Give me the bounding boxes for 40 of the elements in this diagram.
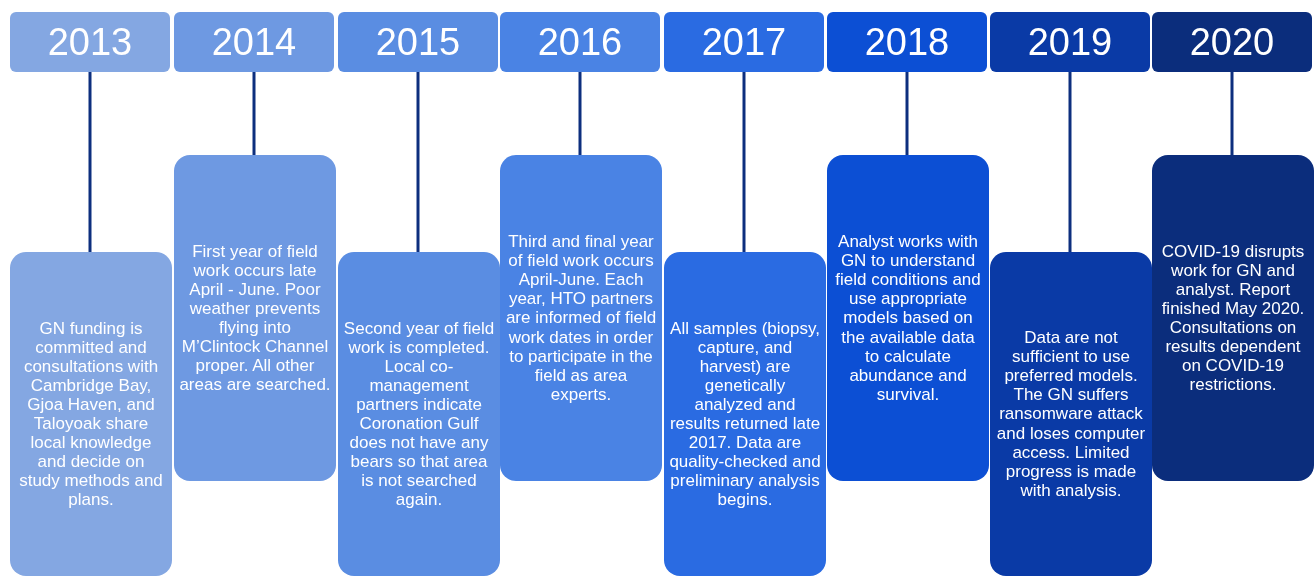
connector-line <box>742 72 746 252</box>
year-tab <box>827 12 987 72</box>
event-text: GN funding is committed and consultations with Cambridge Bay, Gjoa Haven, and Taloyoak share local knowledge and decide on study methods and plans. <box>18 318 164 510</box>
event-card <box>664 252 826 576</box>
event-card <box>174 155 336 481</box>
connector-line <box>1068 72 1072 252</box>
event-text: Second year of field work is completed. Local co-management partners indicate Coronation Gulf does not have any bears so that area is not searched again. <box>343 318 495 510</box>
year-label: 2014 <box>211 20 297 64</box>
event-text: COVID-19 disrupts work for GN and analyst. Report finished May 2020. Consultations on results dependent on COVID-19 restrictions. <box>1160 241 1306 395</box>
year-label: 2018 <box>864 20 950 64</box>
year-tab <box>174 12 334 72</box>
year-tab <box>338 12 498 72</box>
year-tab <box>664 12 824 72</box>
event-text: Analyst works with GN to understand field conditions and use appropriate models based on the available data to calculate abundance and survival. <box>834 232 982 404</box>
event-text: First year of field work occurs late April - June. Poor weather prevents flying into M’Clintock Channel proper. All other areas are searched. <box>179 241 331 395</box>
connector-line <box>416 72 420 252</box>
year-label: 2019 <box>1027 20 1113 64</box>
connector-line <box>88 72 92 252</box>
year-tab <box>1152 12 1312 72</box>
year-label: 2013 <box>47 20 133 64</box>
connector-line <box>905 72 909 155</box>
event-text: All samples (biopsy, capture, and harvest) are genetically analyzed and results returned late 2017. Data are quality-checked and preliminary analysis begins. <box>669 318 821 510</box>
year-label: 2016 <box>537 20 623 64</box>
year-label: 2017 <box>701 20 787 64</box>
year-tab <box>500 12 660 72</box>
event-text: Data are not sufficient to use preferred models. The GN suffers ransomware attack and loses computer access. Limited progress is made with analysis. <box>995 328 1147 500</box>
year-label: 2020 <box>1189 20 1275 64</box>
connector-line <box>252 72 256 155</box>
connector-line <box>578 72 582 155</box>
connector-line <box>1230 72 1234 155</box>
year-tab <box>10 12 170 72</box>
event-card <box>990 252 1152 576</box>
event-text: Third and final year of field work occurs April-June. Each year, HTO partners are informed of field work dates in order to participate in the field as area experts. <box>505 232 657 404</box>
event-card <box>827 155 989 481</box>
event-card <box>500 155 662 481</box>
year-tab <box>990 12 1150 72</box>
event-card <box>10 252 172 576</box>
event-card <box>1152 155 1314 481</box>
year-label: 2015 <box>375 20 461 64</box>
event-card <box>338 252 500 576</box>
